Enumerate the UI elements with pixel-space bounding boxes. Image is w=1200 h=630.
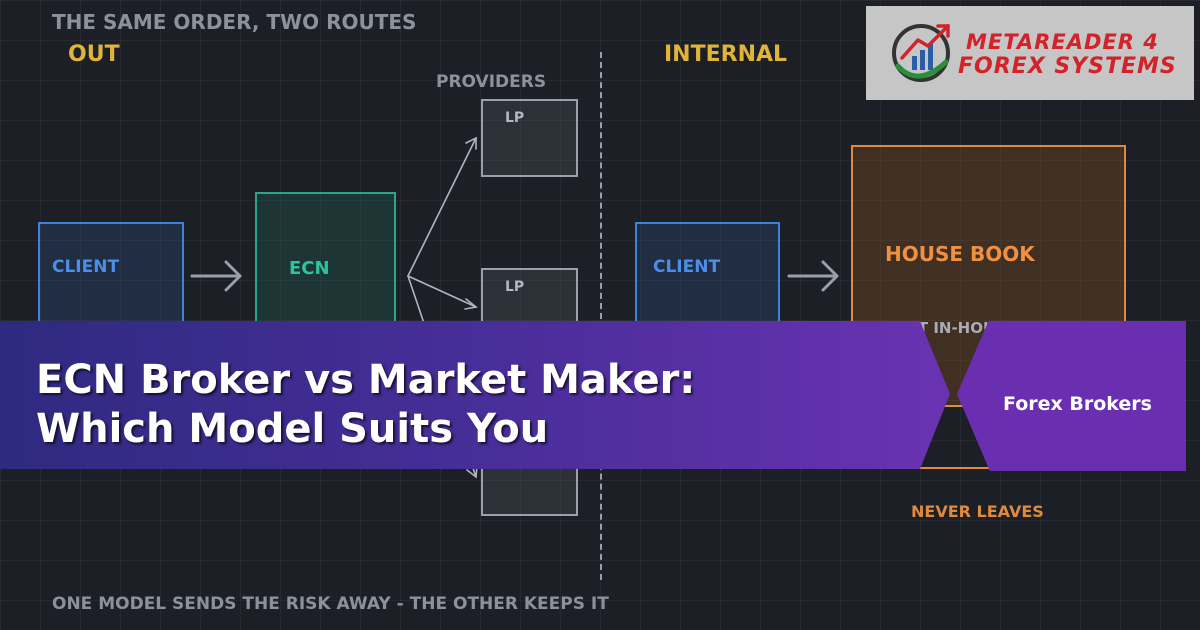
- providers-label: PROVIDERS: [436, 72, 547, 92]
- banner-title-line1: ECN Broker vs Market Maker:: [36, 357, 696, 403]
- arrow-ecn-to-lp1: [407, 137, 477, 277]
- arrow-ecn-to-lp2-head: [464, 298, 478, 310]
- house-book-label: HOUSE BOOK: [885, 242, 1035, 266]
- globe-chart-icon: [892, 24, 950, 82]
- lp-label-2: LP: [505, 279, 525, 295]
- internal-client-label: CLIENT: [653, 257, 721, 277]
- category-badge: [957, 321, 1186, 471]
- arrow-client-to-house-head: [821, 260, 839, 292]
- logo-line1: METAREADER 4: [966, 30, 1159, 54]
- category-label: Forex Brokers: [1003, 393, 1152, 415]
- metareader-logo: METAREADER 4 FOREX SYSTEMS: [866, 6, 1194, 100]
- never-leaves-label: NEVER LEAVES: [911, 502, 1044, 521]
- route-divider: [600, 52, 602, 580]
- banner-band: [0, 321, 950, 469]
- arrow-ecn-to-lp3-head: [466, 465, 478, 479]
- arrow-client-to-ecn-head: [224, 260, 242, 292]
- ecn-label: ECN: [289, 258, 330, 279]
- out-heading: OUT: [68, 42, 120, 67]
- banner-title-line2: Which Model Suits You: [36, 406, 549, 452]
- lp-box-1: LP: [481, 99, 578, 177]
- out-client-box: CLIENT: [38, 222, 184, 330]
- out-client-label: CLIENT: [52, 257, 120, 277]
- bottom-note: ONE MODEL SENDS THE RISK AWAY - THE OTHE…: [52, 594, 609, 614]
- title-banner: [0, 321, 1186, 471]
- lp-label-1: LP: [505, 110, 525, 126]
- diagram-title: THE SAME ORDER, TWO ROUTES: [52, 10, 417, 34]
- arrow-ecn-to-lp1-head: [465, 136, 477, 150]
- arrow-ecn-to-lp2: [407, 275, 477, 308]
- logo-line2: FOREX SYSTEMS: [958, 54, 1177, 79]
- internal-heading: INTERNAL: [664, 42, 788, 67]
